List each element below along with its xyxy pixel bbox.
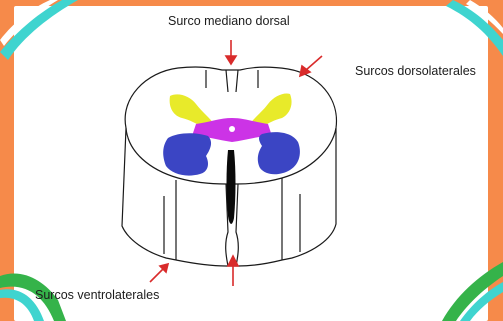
label-dorsolateral-sulci: Surcos dorsolaterales	[355, 64, 476, 78]
central-canal	[229, 126, 235, 132]
ventral-horn-left	[163, 133, 211, 175]
arrow-dorsal-median	[226, 40, 236, 64]
label-dorsal-median-sulcus: Surco mediano dorsal	[168, 14, 290, 28]
corner-decoration-top-left	[0, 0, 78, 60]
corner-decoration-top-right	[446, 0, 503, 56]
arrow-ventrolateral	[150, 264, 168, 282]
corner-decoration-bottom-right	[442, 262, 503, 321]
arrow-dorsolateral	[300, 56, 322, 76]
label-ventrolateral-sulci: Surcos ventrolaterales	[35, 288, 159, 302]
ventral-median-fissure	[227, 150, 236, 224]
